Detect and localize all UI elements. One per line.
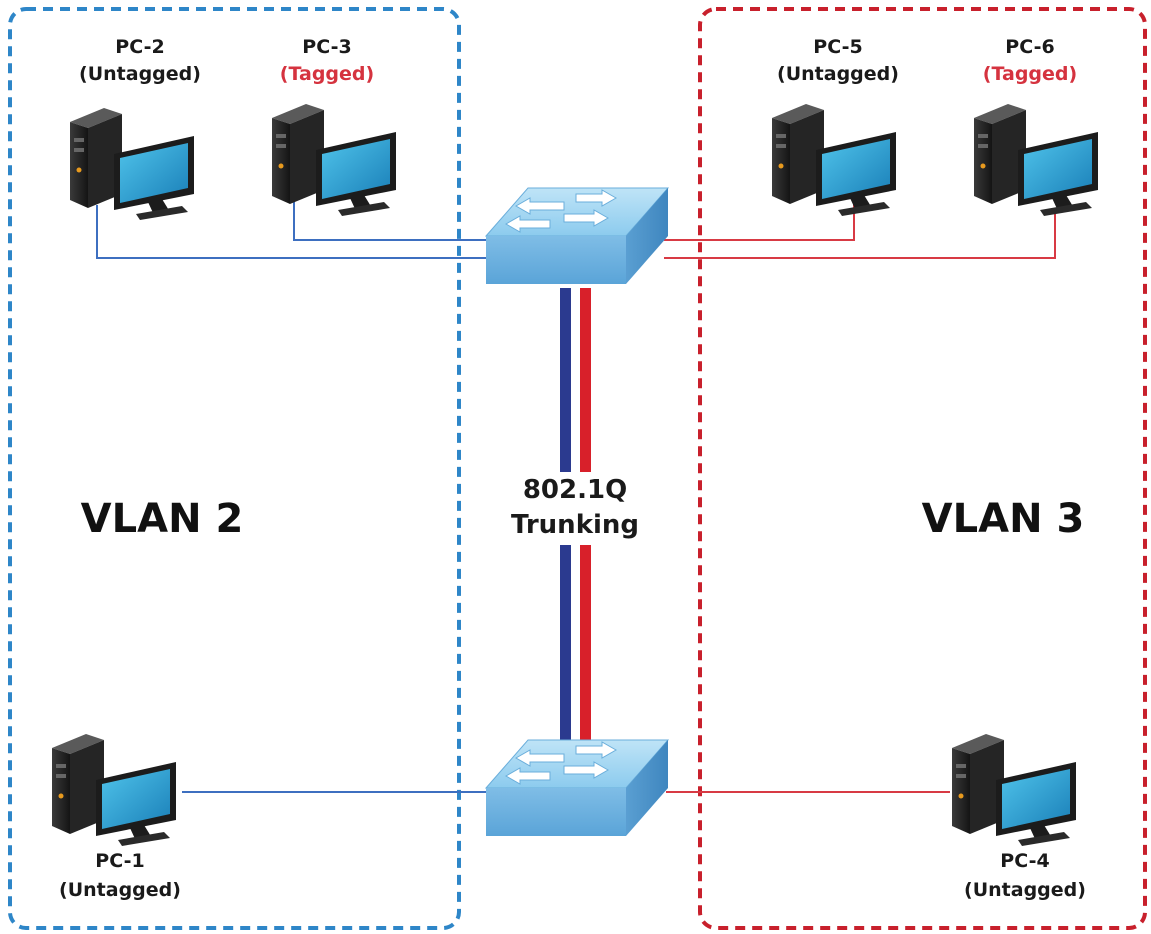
switch-icon [485,739,669,837]
vlan2-label: VLAN 2 [81,496,244,542]
pc-name: PC-2 [115,36,164,58]
pc-mode: (Untagged) [777,63,899,85]
pc-icon [974,104,1098,216]
pc-name: PC-6 [1005,36,1054,58]
trunk-label-line2: Trunking [511,510,639,540]
link-pc2-switch [96,205,488,259]
link-pc5-switch [664,200,855,241]
pc-icon [70,108,194,220]
pc-mode: (Tagged) [280,63,374,85]
vlan3-boundary [698,7,1147,930]
pc-mode: (Tagged) [983,63,1077,85]
trunk-link [560,288,591,741]
trunk-label-line1: 802.1Q [523,475,627,505]
pc-icon [272,104,396,216]
link-pc3-switch [293,200,488,241]
pc-mode: (Untagged) [79,63,201,85]
pc-name: PC-5 [813,36,862,58]
pc-name: PC-1 [95,850,144,872]
pc-mode: (Untagged) [59,879,181,901]
vlan3-label: VLAN 3 [922,496,1085,542]
switch-icon [485,187,669,285]
link-pc6-switch [664,210,1056,259]
pc-name: PC-3 [302,36,351,58]
pc-icon [52,734,176,846]
pc-name: PC-4 [1000,850,1049,872]
pc-mode: (Untagged) [964,879,1086,901]
pc-icon [952,734,1076,846]
vlan2-boundary [8,7,461,930]
pc-icon [772,104,896,216]
